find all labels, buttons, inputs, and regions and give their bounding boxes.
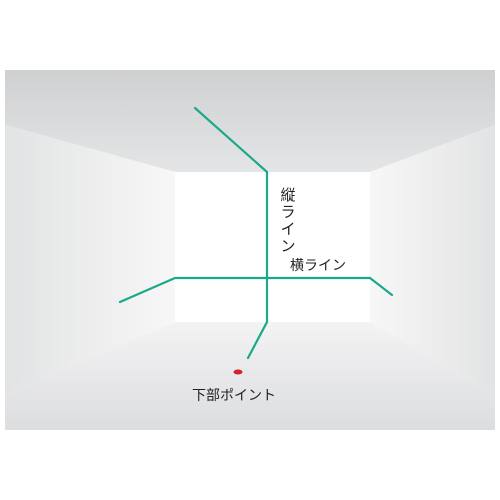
back-wall [175,172,370,322]
right-wall [370,125,495,395]
laser-lines [118,106,394,360]
vertical-label-char: ラ [280,203,295,221]
vertical-label-char: ン [280,237,295,255]
floor [5,322,495,430]
horizontal-laser-line [118,276,394,304]
ceiling [5,70,495,172]
vertical-label-char: 縦 [280,186,295,204]
left-wall [5,125,175,395]
vertical-label-char: イ [280,220,295,238]
bottom-laser-point [233,369,243,375]
bottom-point-label: 下部ポイント [192,388,276,404]
vertical-line-label: 縦ライン [280,186,295,255]
horizontal-line-label: 横ライン [290,258,346,274]
